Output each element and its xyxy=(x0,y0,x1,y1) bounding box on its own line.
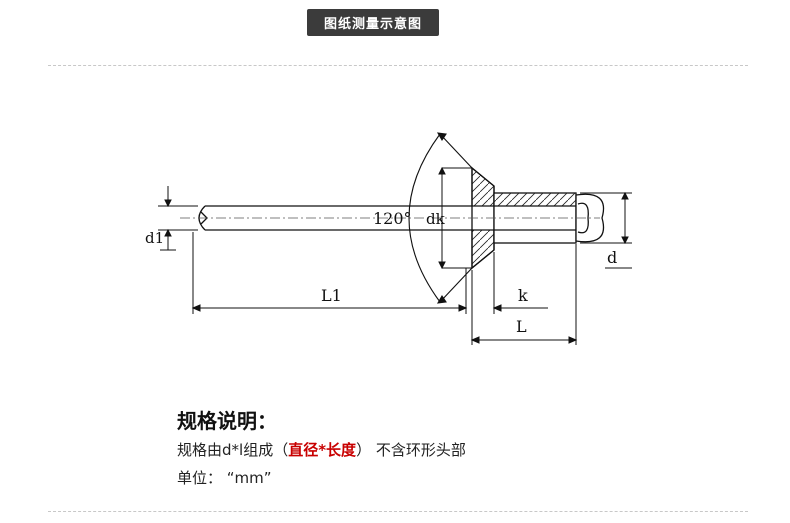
head-angle-arc xyxy=(408,132,473,304)
extension-lines xyxy=(192,232,577,345)
d-label: d xyxy=(607,248,617,267)
k-dimension xyxy=(492,304,548,312)
L-dimension xyxy=(470,336,578,344)
spec-line-format: 规格由d*l组成（直径*长度） 不含环形头部 xyxy=(177,439,466,460)
L1-label: L1 xyxy=(321,286,342,305)
L1-dimension xyxy=(191,304,468,312)
d1-dimension xyxy=(158,186,198,251)
d1-label: d1 xyxy=(145,229,164,247)
k-label: k xyxy=(518,286,528,305)
d-dimension xyxy=(580,191,632,269)
spec-line-unit: 单位： “mm” xyxy=(177,469,272,487)
section-title: 图纸测量示意图 xyxy=(323,17,422,32)
top-divider xyxy=(48,65,748,66)
spec-format-suffix: ） 不含环形头部 xyxy=(356,441,466,459)
angle-label: 120° xyxy=(373,209,412,228)
L-label: L xyxy=(516,317,527,336)
spec-format-prefix: 规格由d*l组成（ xyxy=(177,441,289,459)
spec-format-highlight: 直径*长度 xyxy=(288,441,357,459)
section-title-badge: 图纸测量示意图 xyxy=(307,9,439,36)
bottom-divider xyxy=(48,511,748,512)
dk-label: dk xyxy=(426,210,446,228)
rivet-diagram: d1 120° dk d L1 xyxy=(145,132,632,345)
spec-heading: 规格说明： xyxy=(177,409,277,433)
dk-dimension xyxy=(438,166,472,270)
